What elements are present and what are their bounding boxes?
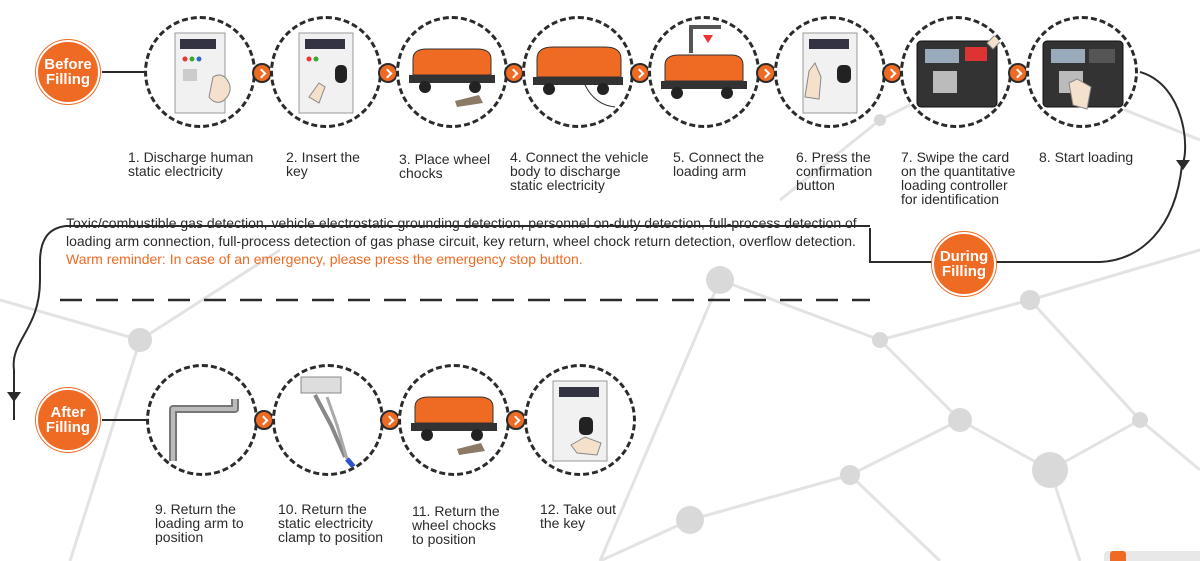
- step-5-label: 5. Connect the loading arm: [673, 149, 765, 179]
- step-6-illustration: [774, 16, 886, 128]
- step-8-illustration: [1026, 16, 1138, 128]
- static-clamp-icon: [300, 376, 361, 473]
- brand-logo: [1104, 551, 1200, 561]
- step-3-to-4-arrow: [504, 63, 524, 83]
- insert-key-icon: [298, 32, 354, 114]
- keypad-controller-icon: [1042, 40, 1124, 110]
- step-7-illustration: [900, 16, 1012, 128]
- step-6-label: 6. Press the confirmation button: [796, 149, 873, 193]
- loading-arm-pipe-icon: [169, 399, 239, 461]
- step-1-label: 1. Discharge human static electricity: [128, 149, 254, 179]
- tanker-loading-arm-icon: [661, 25, 747, 99]
- step-7-label: 7. Swipe the card on the quantitative lo…: [901, 149, 1016, 207]
- step-8-label: 8. Start loading: [1039, 149, 1134, 165]
- phase-before-filling: Before Filling: [36, 40, 100, 104]
- step-12-label: 12. Take out the key: [540, 501, 617, 531]
- step-6-to-7-arrow: [882, 63, 902, 83]
- step-10-label: 10. Return the static electricity clamp …: [278, 501, 384, 545]
- phase-after-filling: After Filling: [36, 388, 100, 452]
- step-2-to-3-arrow: [378, 63, 398, 83]
- step-4-to-5-arrow: [630, 63, 650, 83]
- press-button-icon: [802, 32, 858, 114]
- step-9-label: 9. Return the loading arm to position: [155, 501, 244, 545]
- emergency-reminder-text: Warm reminder: In case of an emergency, …: [66, 251, 583, 267]
- step-11-label: 11. Return the wheel chocks to position: [412, 503, 500, 547]
- step-5-to-6-arrow: [756, 63, 776, 83]
- step-7-to-8-arrow: [1008, 63, 1028, 83]
- step-10-to-11-arrow: [380, 410, 400, 430]
- hand-touch-panel-icon: [174, 32, 231, 114]
- step-9-illustration: [146, 364, 258, 476]
- swipe-card-controller-icon: [916, 32, 1004, 108]
- brand-logo-mark-icon: [1110, 551, 1126, 561]
- step-1-illustration: [144, 16, 256, 128]
- detection-list-text: Toxic/combustible gas detection, vehicle…: [66, 215, 857, 249]
- step-10-illustration: [272, 364, 384, 476]
- step-12-illustration: [524, 364, 636, 476]
- phase-during-filling: During Filling: [932, 232, 996, 296]
- step-4-label: 4. Connect the vehicle body to discharge…: [510, 149, 649, 193]
- step-11-to-12-arrow: [506, 410, 526, 430]
- step-4-illustration: [522, 16, 634, 128]
- remove-key-icon: [552, 380, 608, 462]
- tanker-wheel-chock-icon: [411, 396, 497, 455]
- step-5-illustration: [648, 16, 760, 128]
- step-3-label: 3. Place wheel chocks: [399, 151, 491, 181]
- during-filling-note: Toxic/combustible gas detection, vehicle…: [66, 214, 884, 268]
- step-3-illustration: [396, 16, 508, 128]
- step-1-to-2-arrow: [252, 63, 272, 83]
- tanker-wheel-chock-icon: [409, 48, 495, 107]
- step-2-label: 2. Insert the key: [286, 149, 360, 179]
- tanker-ground-clamp-icon: [533, 46, 623, 108]
- step-9-to-10-arrow: [254, 410, 274, 430]
- step-11-illustration: [398, 364, 510, 476]
- step-2-illustration: [270, 16, 382, 128]
